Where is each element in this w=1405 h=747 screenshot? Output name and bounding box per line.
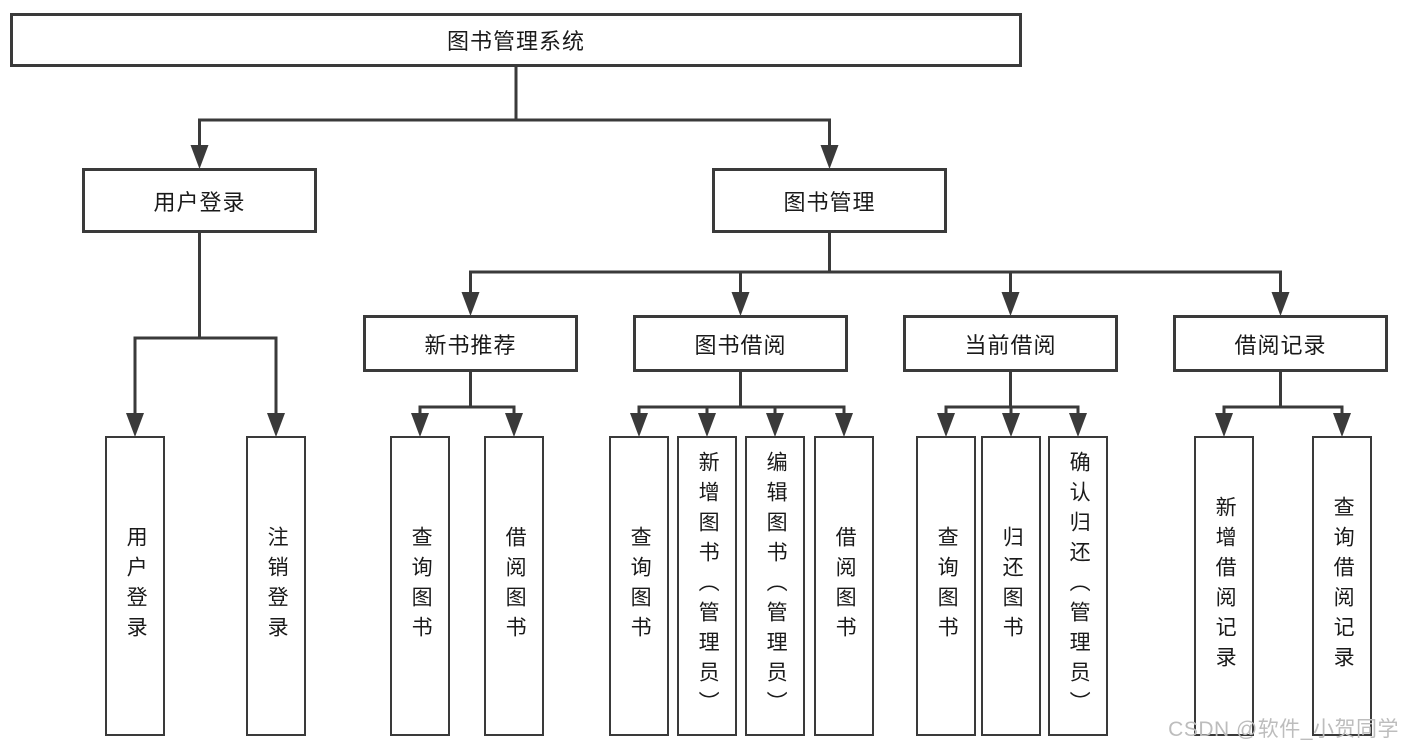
- leaf-label: 编辑图书（管理员）: [764, 451, 788, 721]
- node-label: 借阅记录: [1234, 332, 1327, 358]
- leaf-logout: 注销登录: [246, 436, 306, 736]
- arrowhead-icon: [461, 292, 480, 316]
- arrowhead-icon: [766, 413, 784, 437]
- leaf-label: 新增借阅记录: [1213, 496, 1237, 676]
- connector-borrow-records-to-leaves: [1215, 370, 1351, 437]
- leaf-label: 查询图书: [628, 526, 652, 646]
- leaf-label: 新增图书（管理员）: [696, 451, 720, 721]
- leaf-borrow-books-recommend: 借阅图书: [484, 436, 544, 736]
- leaf-label: 借阅图书: [503, 526, 527, 646]
- arrowhead-icon: [1069, 413, 1087, 437]
- node-root-label: 图书管理系统: [446, 29, 585, 54]
- arrowhead-icon: [630, 413, 648, 437]
- arrowhead-icon: [1271, 292, 1290, 316]
- arrowhead-icon: [937, 413, 955, 437]
- leaf-query-borrow-record: 查询借阅记录: [1312, 436, 1372, 736]
- arrowhead-icon: [267, 413, 285, 437]
- arrowhead-icon: [820, 145, 839, 169]
- leaf-label: 确认归还（管理员）: [1067, 451, 1091, 721]
- node-label: 当前借阅: [964, 332, 1057, 358]
- leaf-label: 归还图书: [1000, 526, 1024, 646]
- node-user-login: 用户登录: [82, 168, 317, 233]
- arrowhead-icon: [126, 413, 144, 437]
- connector-user-login-to-leaves: [126, 231, 285, 437]
- node-new-book-recommend: 新书推荐: [363, 315, 578, 372]
- leaf-label: 借阅图书: [833, 526, 857, 646]
- leaf-label: 注销登录: [265, 526, 289, 646]
- connector-book-borrow-to-leaves: [630, 370, 853, 437]
- node-root: 图书管理系统: [10, 13, 1022, 67]
- leaf-query-books-current: 查询图书: [916, 436, 976, 736]
- arrowhead-icon: [190, 145, 209, 169]
- connector-root-to-branches: [190, 65, 839, 169]
- leaf-label: 查询图书: [409, 526, 433, 646]
- arrowhead-icon: [835, 413, 853, 437]
- node-label: 图书管理: [783, 189, 876, 215]
- node-label: 用户登录: [153, 189, 246, 215]
- node-book-borrow: 图书借阅: [633, 315, 848, 372]
- connector-current-borrow-to-leaves: [937, 370, 1087, 437]
- arrowhead-icon: [1002, 413, 1020, 437]
- node-book-management: 图书管理: [712, 168, 947, 233]
- arrowhead-icon: [1333, 413, 1351, 437]
- node-borrow-records: 借阅记录: [1173, 315, 1388, 372]
- leaf-return-book: 归还图书: [981, 436, 1041, 736]
- arrowhead-icon: [411, 413, 429, 437]
- leaf-label: 用户登录: [124, 526, 148, 646]
- node-label: 新书推荐: [424, 332, 517, 358]
- leaf-query-books-borrow: 查询图书: [609, 436, 669, 736]
- arrowhead-icon: [731, 292, 750, 316]
- node-label: 图书借阅: [694, 332, 787, 358]
- connector-book-management-to-modules: [461, 231, 1290, 316]
- arrowhead-icon: [1215, 413, 1233, 437]
- leaf-label: 查询图书: [935, 526, 959, 646]
- arrowhead-icon: [505, 413, 523, 437]
- node-current-borrow: 当前借阅: [903, 315, 1118, 372]
- leaf-user-login: 用户登录: [105, 436, 165, 736]
- arrowhead-icon: [1001, 292, 1020, 316]
- connector-new-book-recommend-to-leaves: [411, 370, 523, 437]
- leaf-add-borrow-record: 新增借阅记录: [1194, 436, 1254, 736]
- arrowhead-icon: [698, 413, 716, 437]
- leaf-edit-book-admin: 编辑图书（管理员）: [745, 436, 805, 736]
- leaf-label: 查询借阅记录: [1331, 496, 1355, 676]
- leaf-query-books-recommend: 查询图书: [390, 436, 450, 736]
- leaf-add-book-admin: 新增图书（管理员）: [677, 436, 737, 736]
- leaf-borrow-books: 借阅图书: [814, 436, 874, 736]
- leaf-confirm-return-admin: 确认归还（管理员）: [1048, 436, 1108, 736]
- watermark: CSDN @软件_小贺同学: [1168, 718, 1399, 741]
